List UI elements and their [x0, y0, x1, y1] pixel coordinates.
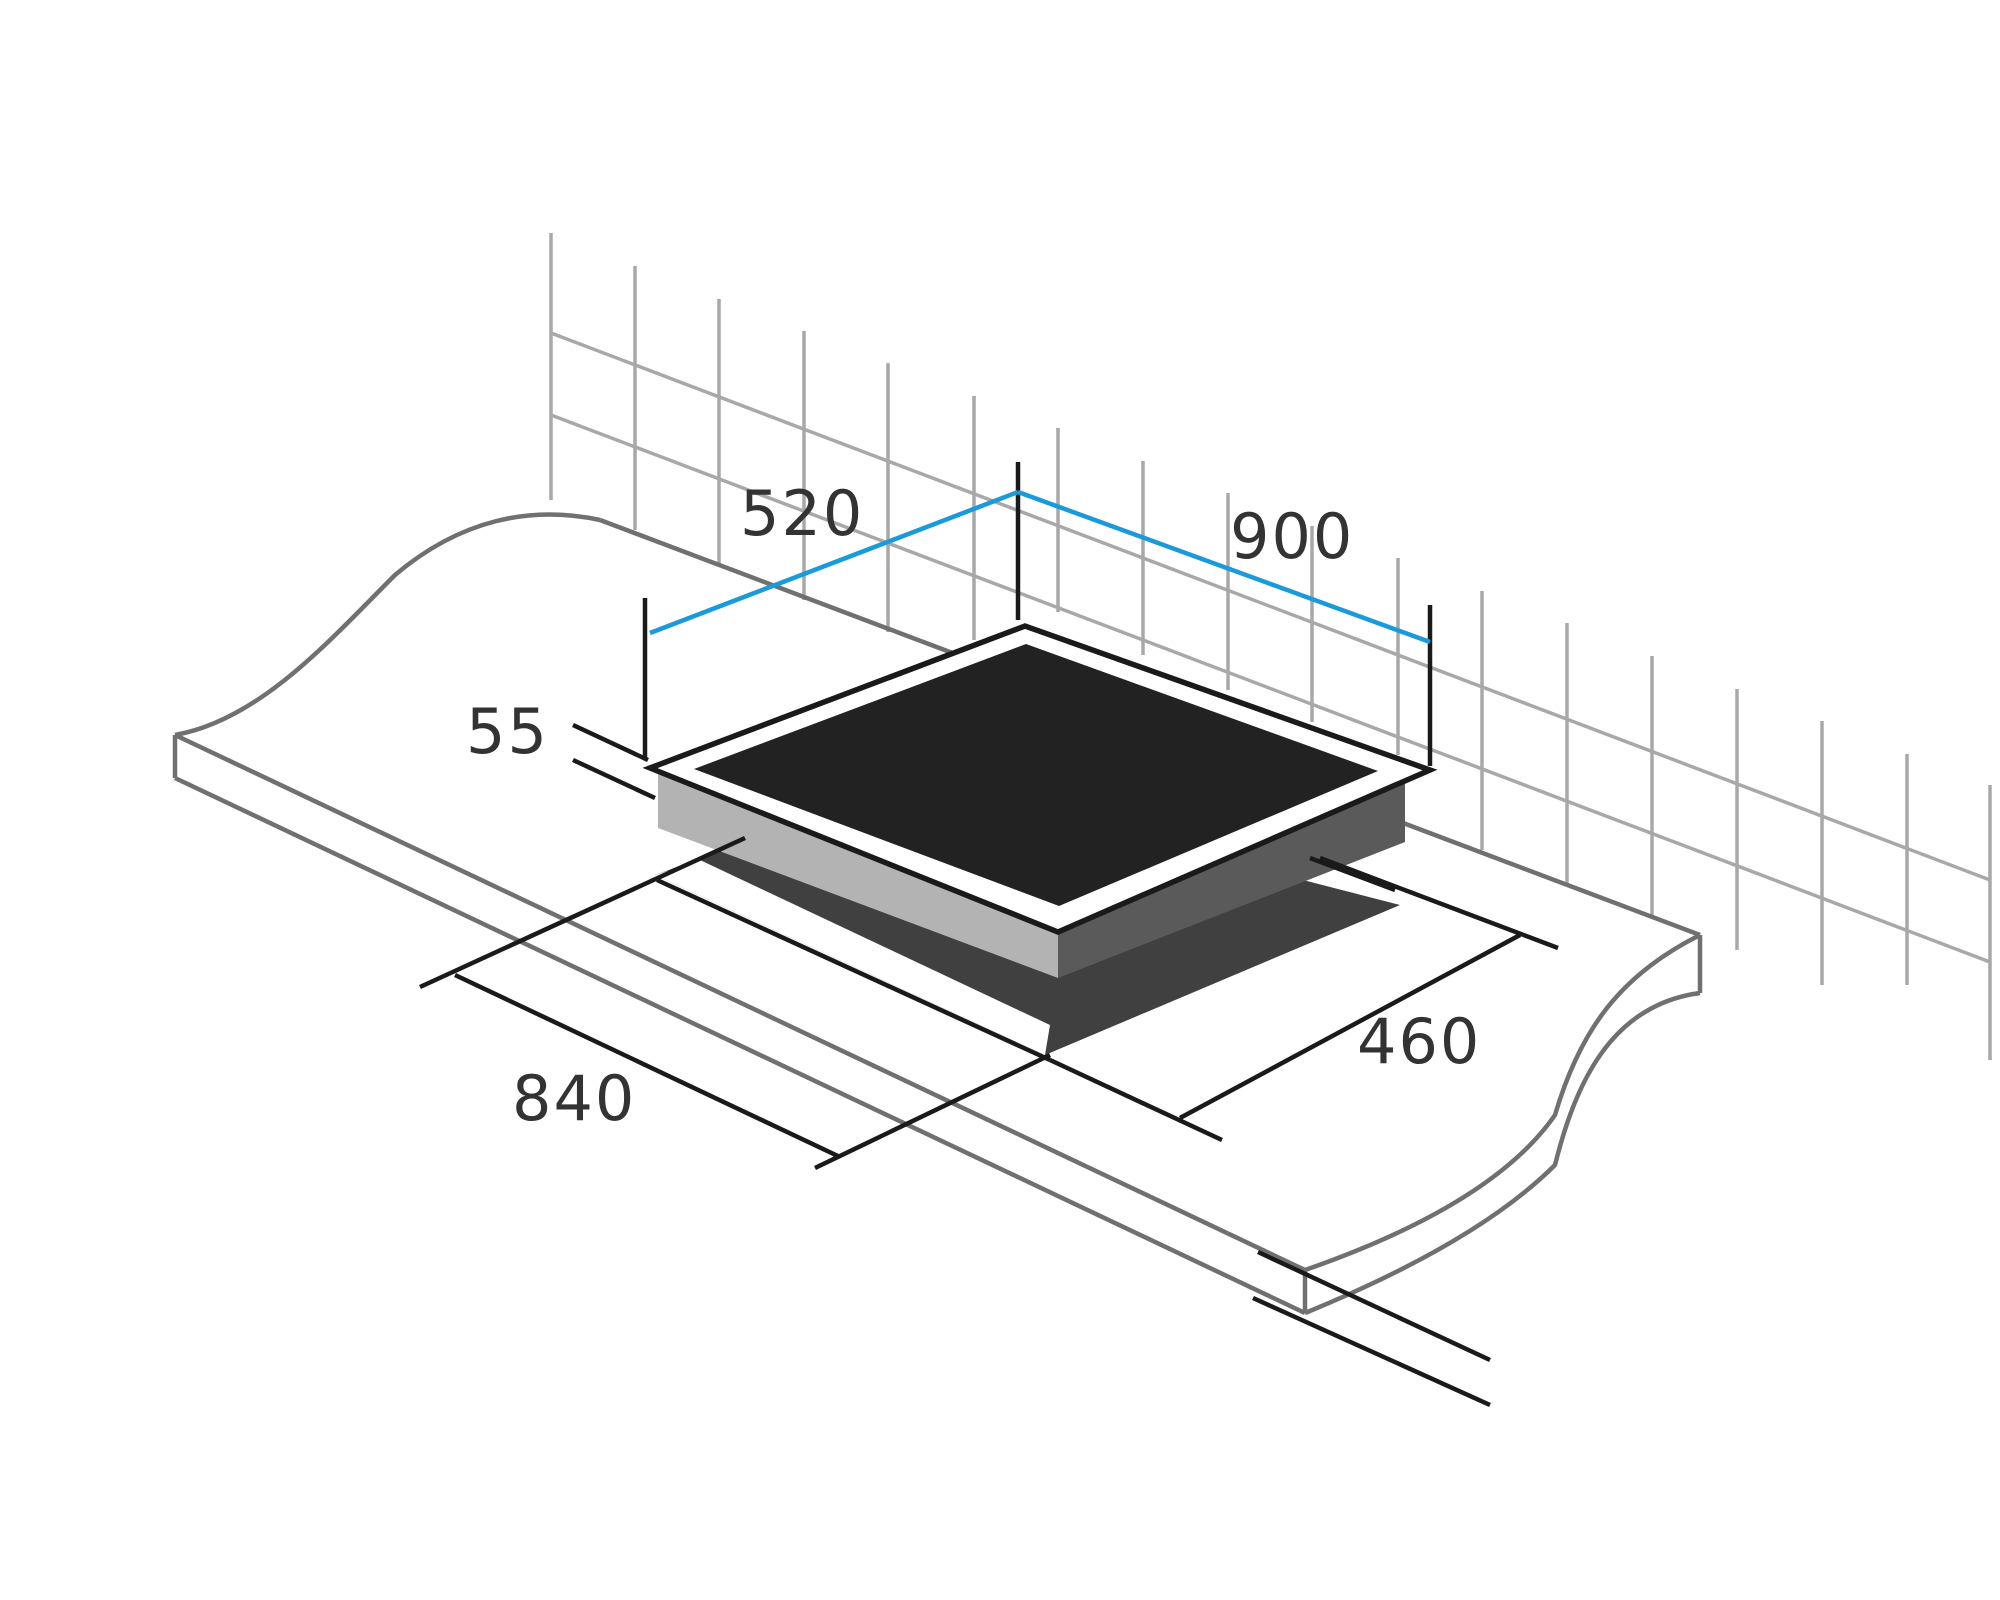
hob-height-label: 55: [466, 695, 549, 768]
hob-depth-label: 520: [740, 477, 864, 550]
countertop-front-top-edge: [174, 732, 1306, 1273]
wall-tile-grid: [549, 233, 1992, 1060]
cutout-width-label: 840: [512, 1062, 636, 1135]
cutout-right-extension-line: [1319, 855, 1559, 951]
tile-horizontal-line: [550, 331, 1991, 882]
dimension-lines: [419, 462, 1559, 1408]
cutout-depth-label: 460: [1357, 1005, 1481, 1078]
height-top-extension-line: [572, 722, 649, 763]
depth-dimension-line: [1178, 933, 1522, 1120]
height-bottom-extension-line: [572, 757, 656, 801]
width-highlight-line: [1017, 489, 1431, 645]
cutout-right-edge-line: [1309, 855, 1396, 893]
cutout-front-extension-line: [814, 1052, 1051, 1171]
dimension-labels: 520 900 55 840 460: [466, 477, 1481, 1135]
hob-left-side: [658, 768, 1058, 978]
cutout-left-extension-line: [419, 835, 746, 990]
hob-glass-top: [694, 644, 1378, 906]
countertop-left-curve: [174, 512, 601, 738]
countertop-right-curve: [1304, 932, 1702, 1273]
hob-width-label: 900: [1230, 500, 1354, 573]
tile-horizontal-line: [550, 413, 1991, 964]
cutout-front-shadow: [655, 860, 1050, 1055]
cutout-front-left-edge-line: [656, 877, 1051, 1063]
cutout-front-right-extension-line: [1049, 1057, 1223, 1143]
countertop-front-bottom-edge: [174, 775, 1306, 1316]
thickness-bottom-extension-line: [1252, 1295, 1491, 1408]
countertop-right-bottom-curve: [1304, 990, 1701, 1316]
depth-highlight-line: [649, 489, 1019, 636]
width-dimension-line: [454, 972, 841, 1160]
hob-right-side: [1058, 782, 1405, 978]
thickness-top-extension-line: [1257, 1249, 1491, 1363]
highlighted-dimensions: [649, 489, 1431, 645]
